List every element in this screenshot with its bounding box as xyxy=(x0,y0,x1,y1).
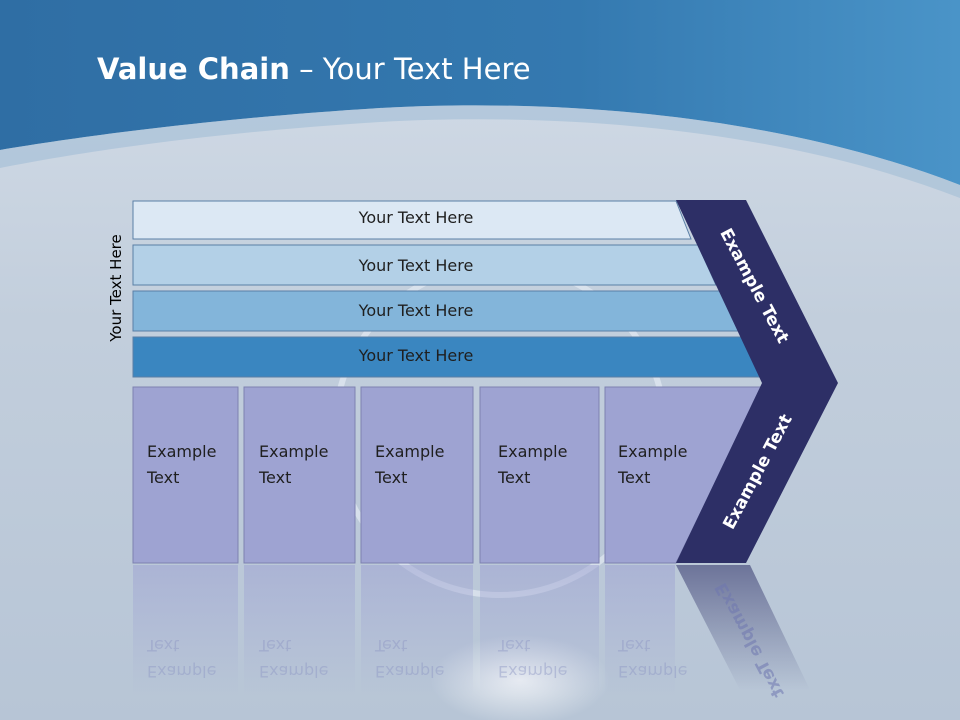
header-band xyxy=(0,0,960,185)
cell-3 xyxy=(360,386,474,564)
bars-group xyxy=(132,200,763,378)
cell-4 xyxy=(479,386,600,564)
bar-1-label: Your Text Here xyxy=(358,208,474,227)
bar-3-label: Your Text Here xyxy=(358,301,474,320)
bar-1 xyxy=(132,200,692,240)
cell-1 xyxy=(132,386,239,564)
chevron-arrow xyxy=(676,200,838,563)
bar-2-label: Your Text Here xyxy=(358,256,474,275)
page-title: Value Chain – Your Text Here xyxy=(97,52,531,86)
cells-group xyxy=(132,386,763,564)
cell-2 xyxy=(243,386,356,564)
side-label: Your Text Here xyxy=(107,234,125,342)
cells-reflection xyxy=(133,565,810,695)
header-swoosh xyxy=(0,105,960,198)
bar-4-label: Your Text Here xyxy=(358,346,474,365)
